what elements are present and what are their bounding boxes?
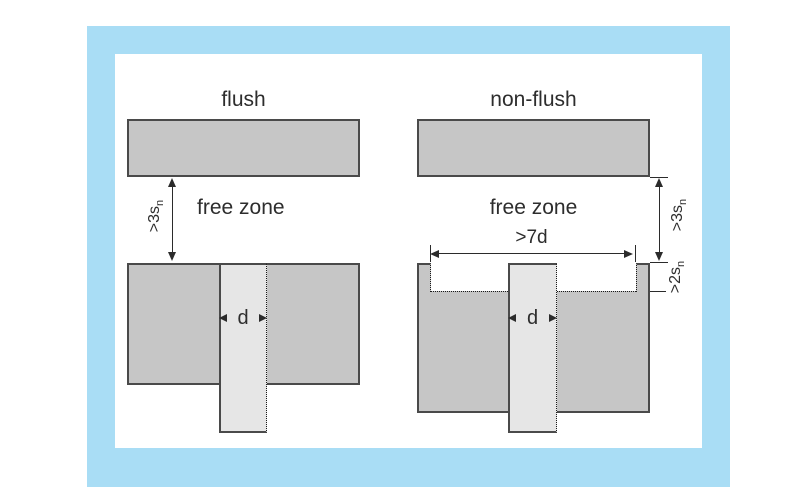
sensor-left	[219, 263, 267, 433]
diameter-dimension-left: d	[219, 307, 267, 329]
flush-title: flush	[221, 88, 266, 111]
block-rim-left	[417, 263, 431, 292]
recess-width-extension-left	[430, 245, 431, 262]
clearance-value: >3s	[145, 205, 163, 233]
clearance-label-left: >3sn	[146, 200, 166, 232]
arrow-left-icon	[219, 314, 227, 322]
arrow-left-icon	[430, 250, 439, 258]
clearance-sub: n	[154, 199, 167, 206]
recess-depth-label: >2sn	[667, 261, 687, 293]
non-flush-title: non-flush	[490, 88, 577, 111]
free-zone-label-left: free zone	[197, 196, 285, 219]
clearance-sub: n	[677, 198, 690, 205]
target-plate-right	[417, 119, 650, 177]
recess-width-extension-right	[635, 245, 636, 262]
clearance-arrow-line-right	[659, 181, 660, 259]
block-rim-right	[636, 263, 650, 292]
rim-top-extension-line	[650, 262, 668, 263]
arrow-up-icon	[168, 178, 176, 187]
recess-width-label: >7d	[515, 227, 548, 248]
diameter-dimension-right: d	[508, 307, 557, 329]
recess-depth-value: >2s	[666, 266, 684, 294]
arrow-up-icon	[655, 178, 663, 187]
sensor-right	[508, 263, 557, 433]
diameter-label-left: d	[237, 306, 249, 329]
target-plate-left	[127, 119, 360, 177]
free-zone-label-right: free zone	[489, 196, 578, 219]
plate-extension-line	[650, 177, 668, 178]
clearance-label-right: >3sn	[669, 199, 689, 231]
recess-width-arrow-line	[432, 253, 631, 254]
arrow-right-icon	[549, 314, 557, 322]
recess-floor-extension-line	[650, 291, 666, 292]
clearance-value: >3s	[668, 204, 686, 232]
arrow-down-icon	[168, 252, 176, 261]
arrow-left-icon	[508, 314, 516, 322]
clearance-arrow-line-left	[172, 181, 173, 259]
arrow-right-icon	[259, 314, 267, 322]
arrow-right-icon	[624, 250, 633, 258]
recess-depth-sub: n	[675, 260, 688, 267]
arrow-down-icon	[655, 252, 663, 261]
diameter-label-right: d	[526, 306, 539, 329]
